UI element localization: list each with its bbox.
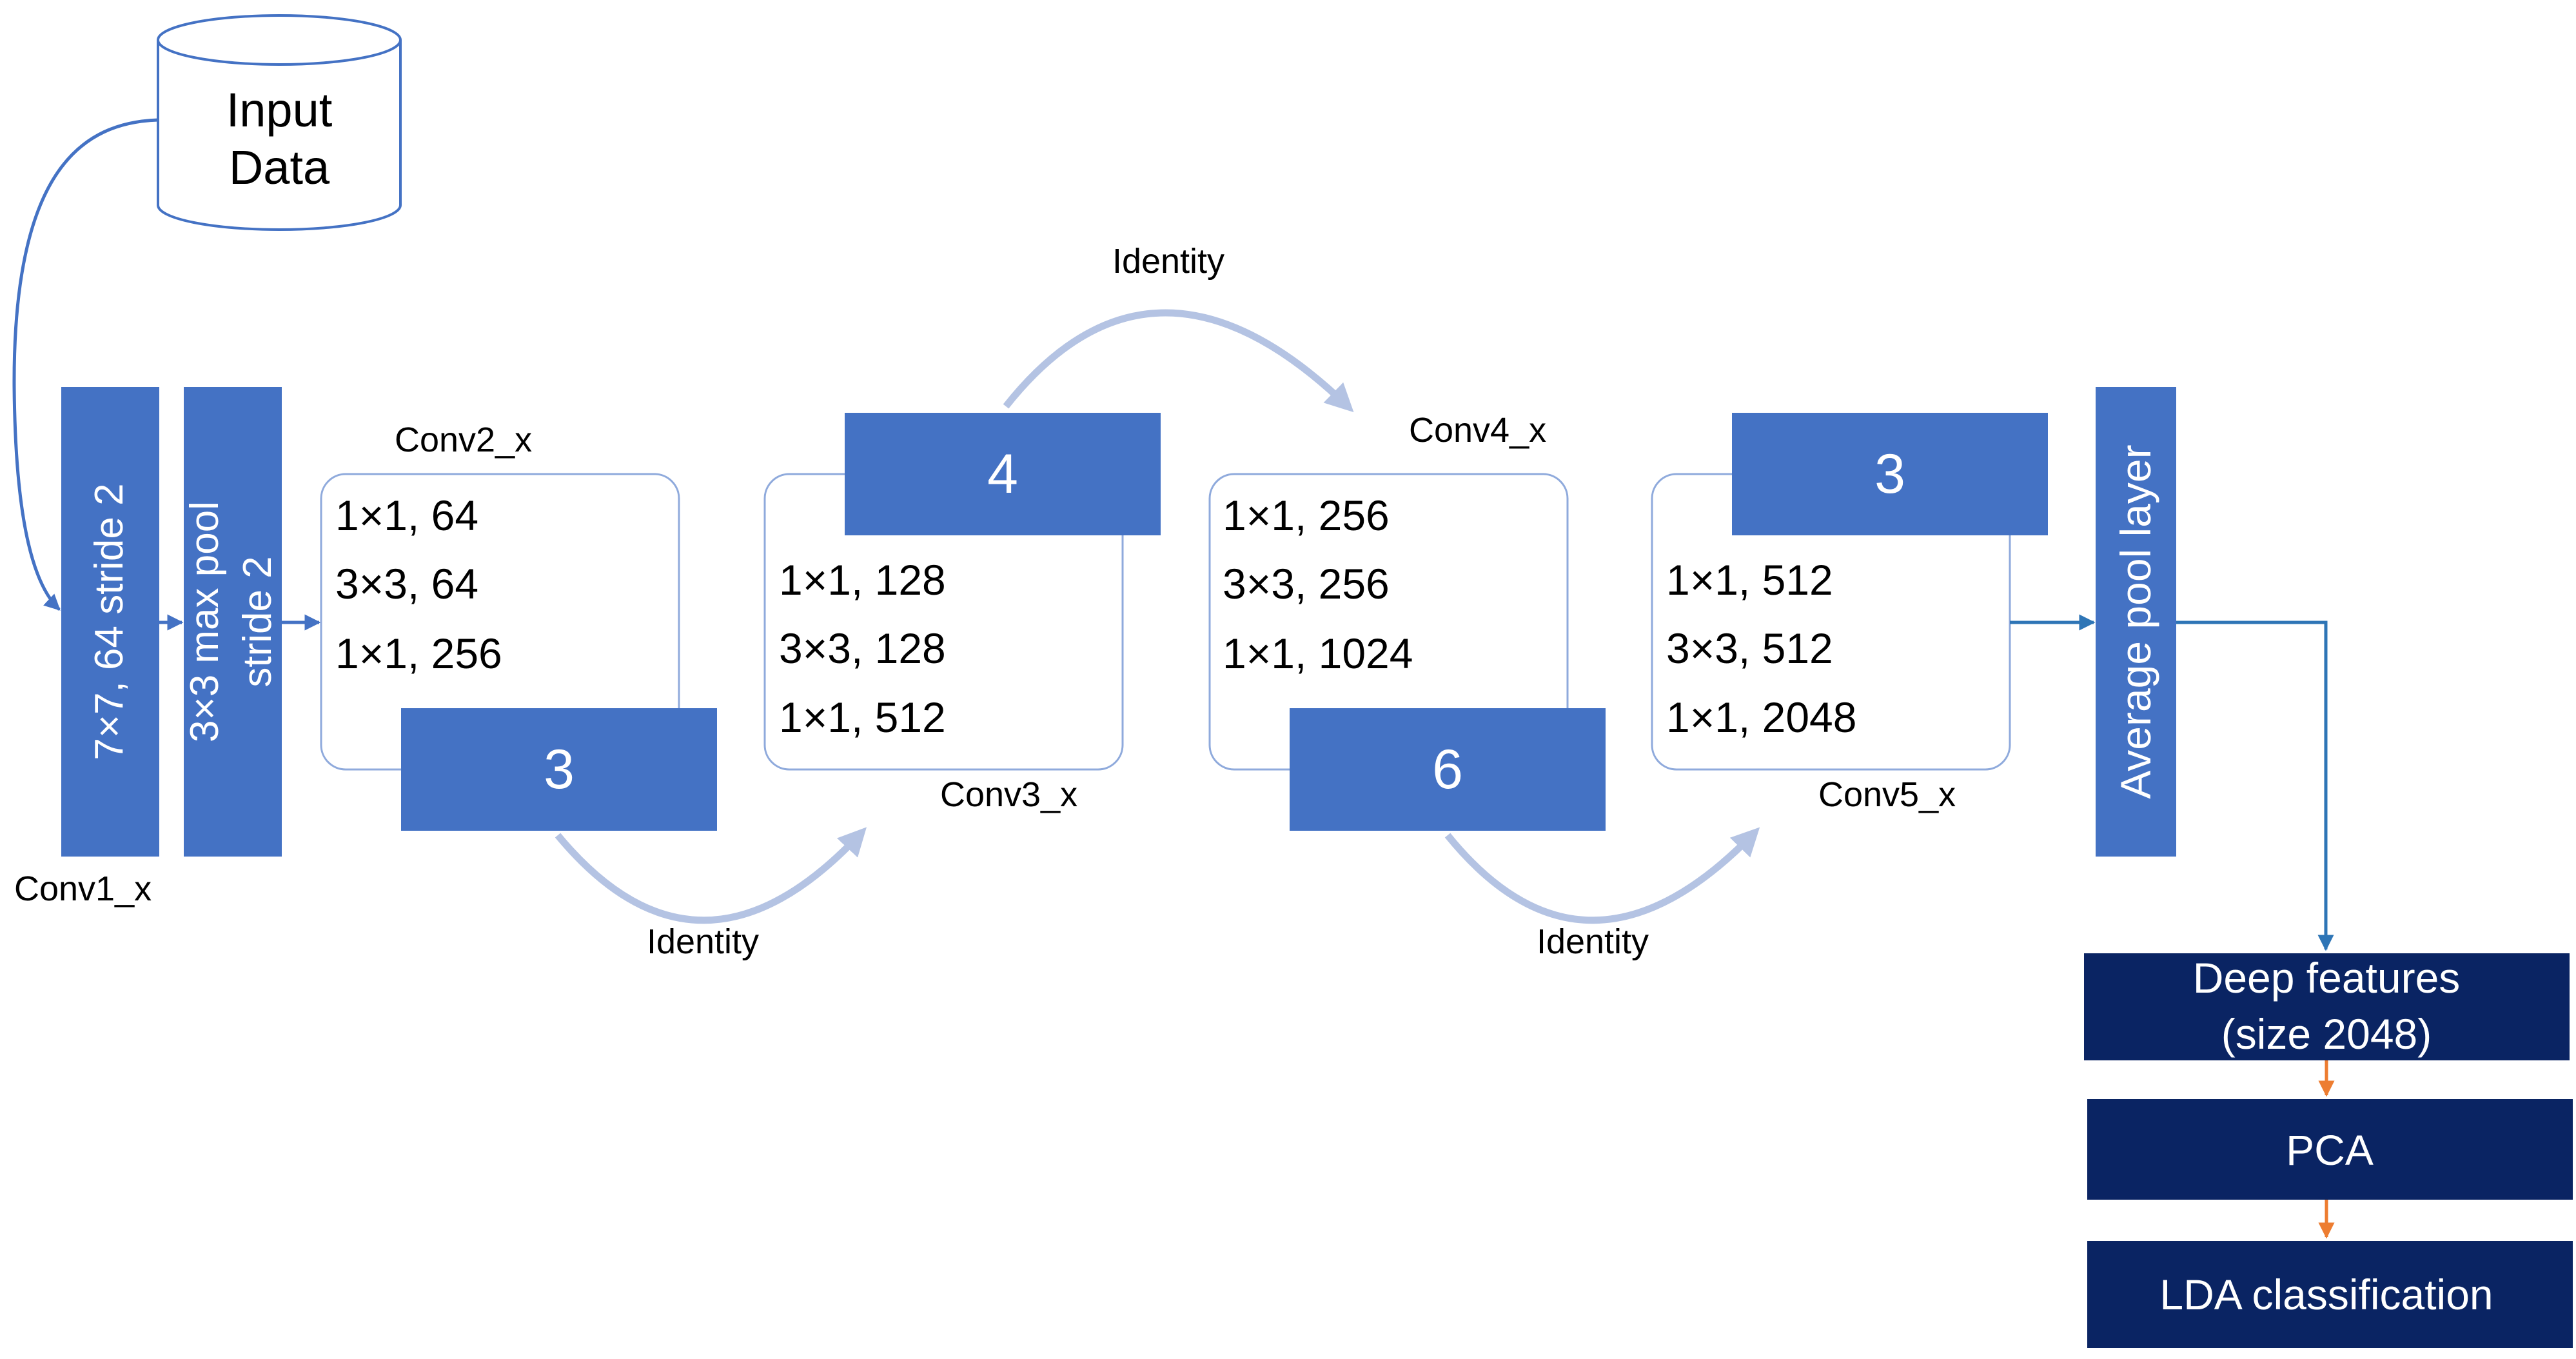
stage-conv5-label: Conv5_x (1818, 775, 1956, 814)
conv1-conv-text: 7×7, 64 stride 2 (87, 483, 132, 760)
avg-pool-group: Average pool layer (2096, 387, 2176, 857)
stage-conv5: 3 1×1, 512 3×3, 512 1×1, 2048 Conv5_x (1651, 413, 2048, 814)
deep-features-line1: Deep features (2193, 954, 2461, 1002)
stage-conv5-layer-3: 1×1, 2048 (1666, 693, 1856, 741)
stage-conv4: 1×1, 256 3×3, 256 1×1, 1024 6 Conv4_x (1208, 411, 1606, 831)
stage-conv2: 1×1, 64 3×3, 64 1×1, 256 3 Conv2_x (320, 421, 717, 831)
conv1-label: Conv1_x (14, 869, 152, 908)
maxpool-block (184, 387, 282, 857)
identity-arc-3 (1444, 827, 1760, 924)
stage-conv4-layer-1: 1×1, 256 (1223, 491, 1390, 539)
input-label-line2: Data (229, 141, 330, 194)
stage-conv3-layer-2: 3×3, 128 (779, 624, 946, 672)
stage-conv5-layer-2: 3×3, 512 (1666, 624, 1833, 672)
input-data-cylinder: Input Data (157, 14, 402, 231)
stage-conv2-repeat: 3 (544, 739, 575, 800)
identity-label-3: Identity (1537, 922, 1649, 961)
lda-box (2087, 1241, 2573, 1348)
stage-conv3: 4 1×1, 128 3×3, 128 1×1, 512 Conv3_x (763, 413, 1161, 814)
lda-label: LDA classification (2159, 1271, 2493, 1318)
identity-label-1: Identity (647, 922, 759, 961)
stage-conv4-layer-2: 3×3, 256 (1223, 560, 1390, 608)
stage-conv3-layer-1: 1×1, 128 (779, 556, 946, 604)
stage-conv2-label: Conv2_x (395, 421, 532, 459)
maxpool-text-line2: stride 2 (235, 556, 280, 687)
stage-conv3-layer-3: 1×1, 512 (779, 693, 946, 741)
input-arrow (12, 118, 159, 611)
conv1-group: 7×7, 64 stride 2 3×3 max pool stride 2 C… (14, 387, 321, 908)
input-label-line1: Input (226, 83, 333, 137)
stage-conv4-repeat-block (1290, 708, 1606, 831)
avg-pool-text: Average pool layer (2112, 444, 2159, 799)
stage-conv3-repeat: 4 (987, 443, 1018, 505)
stage-conv5-repeat-block (1732, 413, 2048, 535)
identity-arc-1 (555, 827, 867, 924)
stage-conv2-layer-1: 1×1, 64 (335, 491, 478, 539)
identity-arc-2 (1003, 309, 1354, 413)
identity-label-2: Identity (1112, 242, 1224, 281)
pca-label: PCA (2286, 1126, 2374, 1174)
stage-conv3-label: Conv3_x (940, 775, 1077, 814)
conv1-conv-block (61, 387, 159, 857)
stage-conv4-layer-3: 1×1, 1024 (1223, 630, 1413, 677)
stage-conv3-repeat-block (845, 413, 1161, 535)
stage-conv5-layer-1: 1×1, 512 (1666, 556, 1833, 604)
stage-conv2-layer-2: 3×3, 64 (335, 560, 478, 608)
deep-features-line2: (size 2048) (2221, 1010, 2432, 1058)
pca-box (2087, 1099, 2573, 1200)
classification-flow: Deep features (size 2048) PCA LDA classi… (2084, 953, 2573, 1348)
maxpool-text-line1: 3×3 max pool (182, 501, 227, 742)
stage-conv5-repeat: 3 (1874, 443, 1905, 505)
stage-conv4-repeat: 6 (1432, 739, 1463, 800)
deep-features-box (2084, 953, 2570, 1060)
stage-conv2-repeat-block (401, 708, 717, 831)
stage-conv2-layer-3: 1×1, 256 (335, 630, 502, 677)
avg-pool-block (2096, 387, 2176, 857)
stage-conv4-label: Conv4_x (1409, 411, 1546, 450)
avgpool-to-features-arrow (2176, 620, 2334, 951)
